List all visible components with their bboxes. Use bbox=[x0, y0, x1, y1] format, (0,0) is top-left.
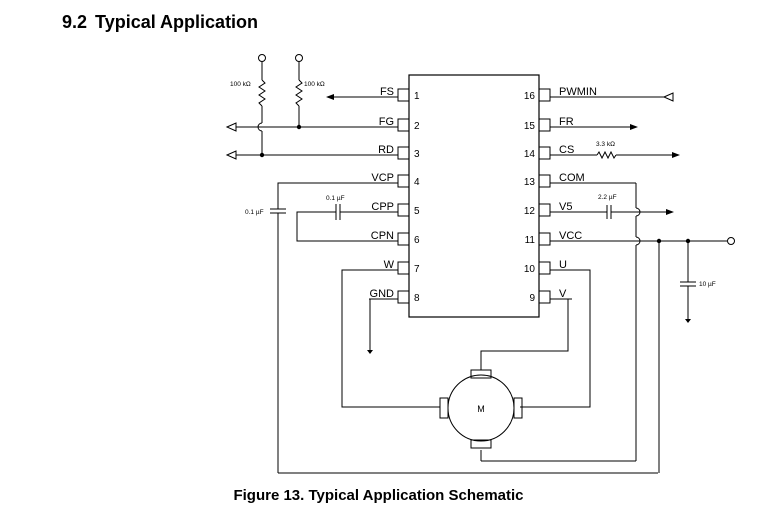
supply-terminal-fg bbox=[258, 54, 266, 62]
resistor-cs bbox=[596, 150, 617, 160]
motor-terminal-bottom bbox=[470, 439, 492, 449]
pin-num-15: 15 bbox=[524, 121, 536, 132]
label-r-fs: 100 kΩ bbox=[304, 81, 325, 88]
ground-symbol-vcc bbox=[685, 319, 691, 323]
pin-num-14: 14 bbox=[524, 149, 536, 160]
motor-terminal-right bbox=[513, 397, 523, 419]
ground-symbol bbox=[367, 350, 373, 354]
figure-caption: Figure 13. Typical Application Schematic bbox=[233, 487, 524, 504]
resistor-fg bbox=[258, 79, 266, 107]
pin-box-13 bbox=[538, 174, 551, 188]
pin-name-fg: FG bbox=[379, 116, 394, 128]
arrow-fg bbox=[225, 122, 237, 132]
pin-box-16 bbox=[538, 88, 551, 102]
pin-box-12 bbox=[538, 203, 551, 217]
section-heading: 9.2 Typical Application bbox=[62, 12, 258, 33]
arrow-pwmin bbox=[662, 92, 674, 102]
label-r-cs: 3.3 kΩ bbox=[596, 141, 615, 148]
pin-box-8 bbox=[397, 290, 410, 304]
pin-name-fs: FS bbox=[380, 86, 394, 98]
arrow-fr bbox=[630, 124, 638, 130]
supply-terminal-fs bbox=[295, 54, 303, 62]
pin-num-6: 6 bbox=[414, 235, 420, 246]
pin-box-9 bbox=[538, 290, 551, 304]
pin-box-2 bbox=[397, 118, 410, 132]
label-c-vcc: 10 µF bbox=[699, 281, 716, 288]
pin-name-w: W bbox=[384, 259, 395, 271]
section-number: 9.2 bbox=[62, 12, 88, 32]
pin-name-gnd: GND bbox=[370, 288, 395, 300]
pin-box-11 bbox=[538, 232, 551, 246]
left-pins bbox=[397, 88, 410, 304]
label-c-v5: 2.2 µF bbox=[598, 194, 617, 201]
pin-name-rd: RD bbox=[378, 144, 394, 156]
pin-name-cpp: CPP bbox=[371, 201, 394, 213]
pin-box-10 bbox=[538, 261, 551, 275]
resistor-fs bbox=[295, 79, 303, 107]
motor-terminal-left bbox=[439, 397, 449, 419]
pin-name-vcc: VCC bbox=[559, 230, 582, 242]
arrow-v5 bbox=[666, 209, 674, 215]
section-title: Typical Application bbox=[95, 12, 259, 32]
arrow-cs bbox=[672, 152, 680, 158]
pin-num-1: 1 bbox=[414, 91, 420, 102]
arrow-rd bbox=[225, 150, 237, 160]
pin-name-cpn: CPN bbox=[371, 230, 394, 242]
pin-box-4 bbox=[397, 174, 410, 188]
pin-num-13: 13 bbox=[524, 177, 536, 188]
pin-name-v5: V5 bbox=[559, 201, 572, 213]
motor-terminal-top bbox=[470, 369, 492, 379]
pin-name-v: V bbox=[559, 288, 567, 300]
label-r-fg: 100 kΩ bbox=[230, 81, 251, 88]
pin-num-3: 3 bbox=[414, 149, 420, 160]
pin-name-fr: FR bbox=[559, 116, 574, 128]
pin-box-7 bbox=[397, 261, 410, 275]
ic-body bbox=[408, 74, 540, 318]
supply-terminal-vcc bbox=[727, 237, 735, 245]
pin-num-16: 16 bbox=[524, 91, 536, 102]
pin-name-u: U bbox=[559, 259, 567, 271]
pin-num-9: 9 bbox=[529, 293, 535, 304]
pin-box-3 bbox=[397, 146, 410, 160]
pin-num-7: 7 bbox=[414, 264, 420, 275]
pin-num-4: 4 bbox=[414, 177, 420, 188]
arrow-fs bbox=[326, 94, 334, 100]
label-c-cpp: 0.1 µF bbox=[326, 195, 345, 202]
pin-num-2: 2 bbox=[414, 121, 420, 132]
pin-label-lines bbox=[369, 96, 600, 300]
pin-name-com: COM bbox=[559, 172, 585, 184]
pin-box-6 bbox=[397, 232, 410, 246]
pin-num-12: 12 bbox=[524, 206, 536, 217]
pin-box-14 bbox=[538, 146, 551, 160]
pin-box-15 bbox=[538, 118, 551, 132]
pin-name-pwmin: PWMIN bbox=[559, 86, 597, 98]
pin-num-8: 8 bbox=[414, 293, 420, 304]
right-pins bbox=[538, 88, 551, 304]
motor-label: M bbox=[477, 404, 485, 414]
pin-num-10: 10 bbox=[524, 264, 536, 275]
pin-name-vcp: VCP bbox=[371, 172, 394, 184]
pin-box-5 bbox=[397, 203, 410, 217]
pin-num-11: 11 bbox=[525, 235, 536, 246]
pin-name-cs: CS bbox=[559, 144, 574, 156]
pin-num-5: 5 bbox=[414, 206, 420, 217]
label-c-vcp: 0.1 µF bbox=[245, 209, 264, 216]
pin-box-1 bbox=[397, 88, 410, 102]
